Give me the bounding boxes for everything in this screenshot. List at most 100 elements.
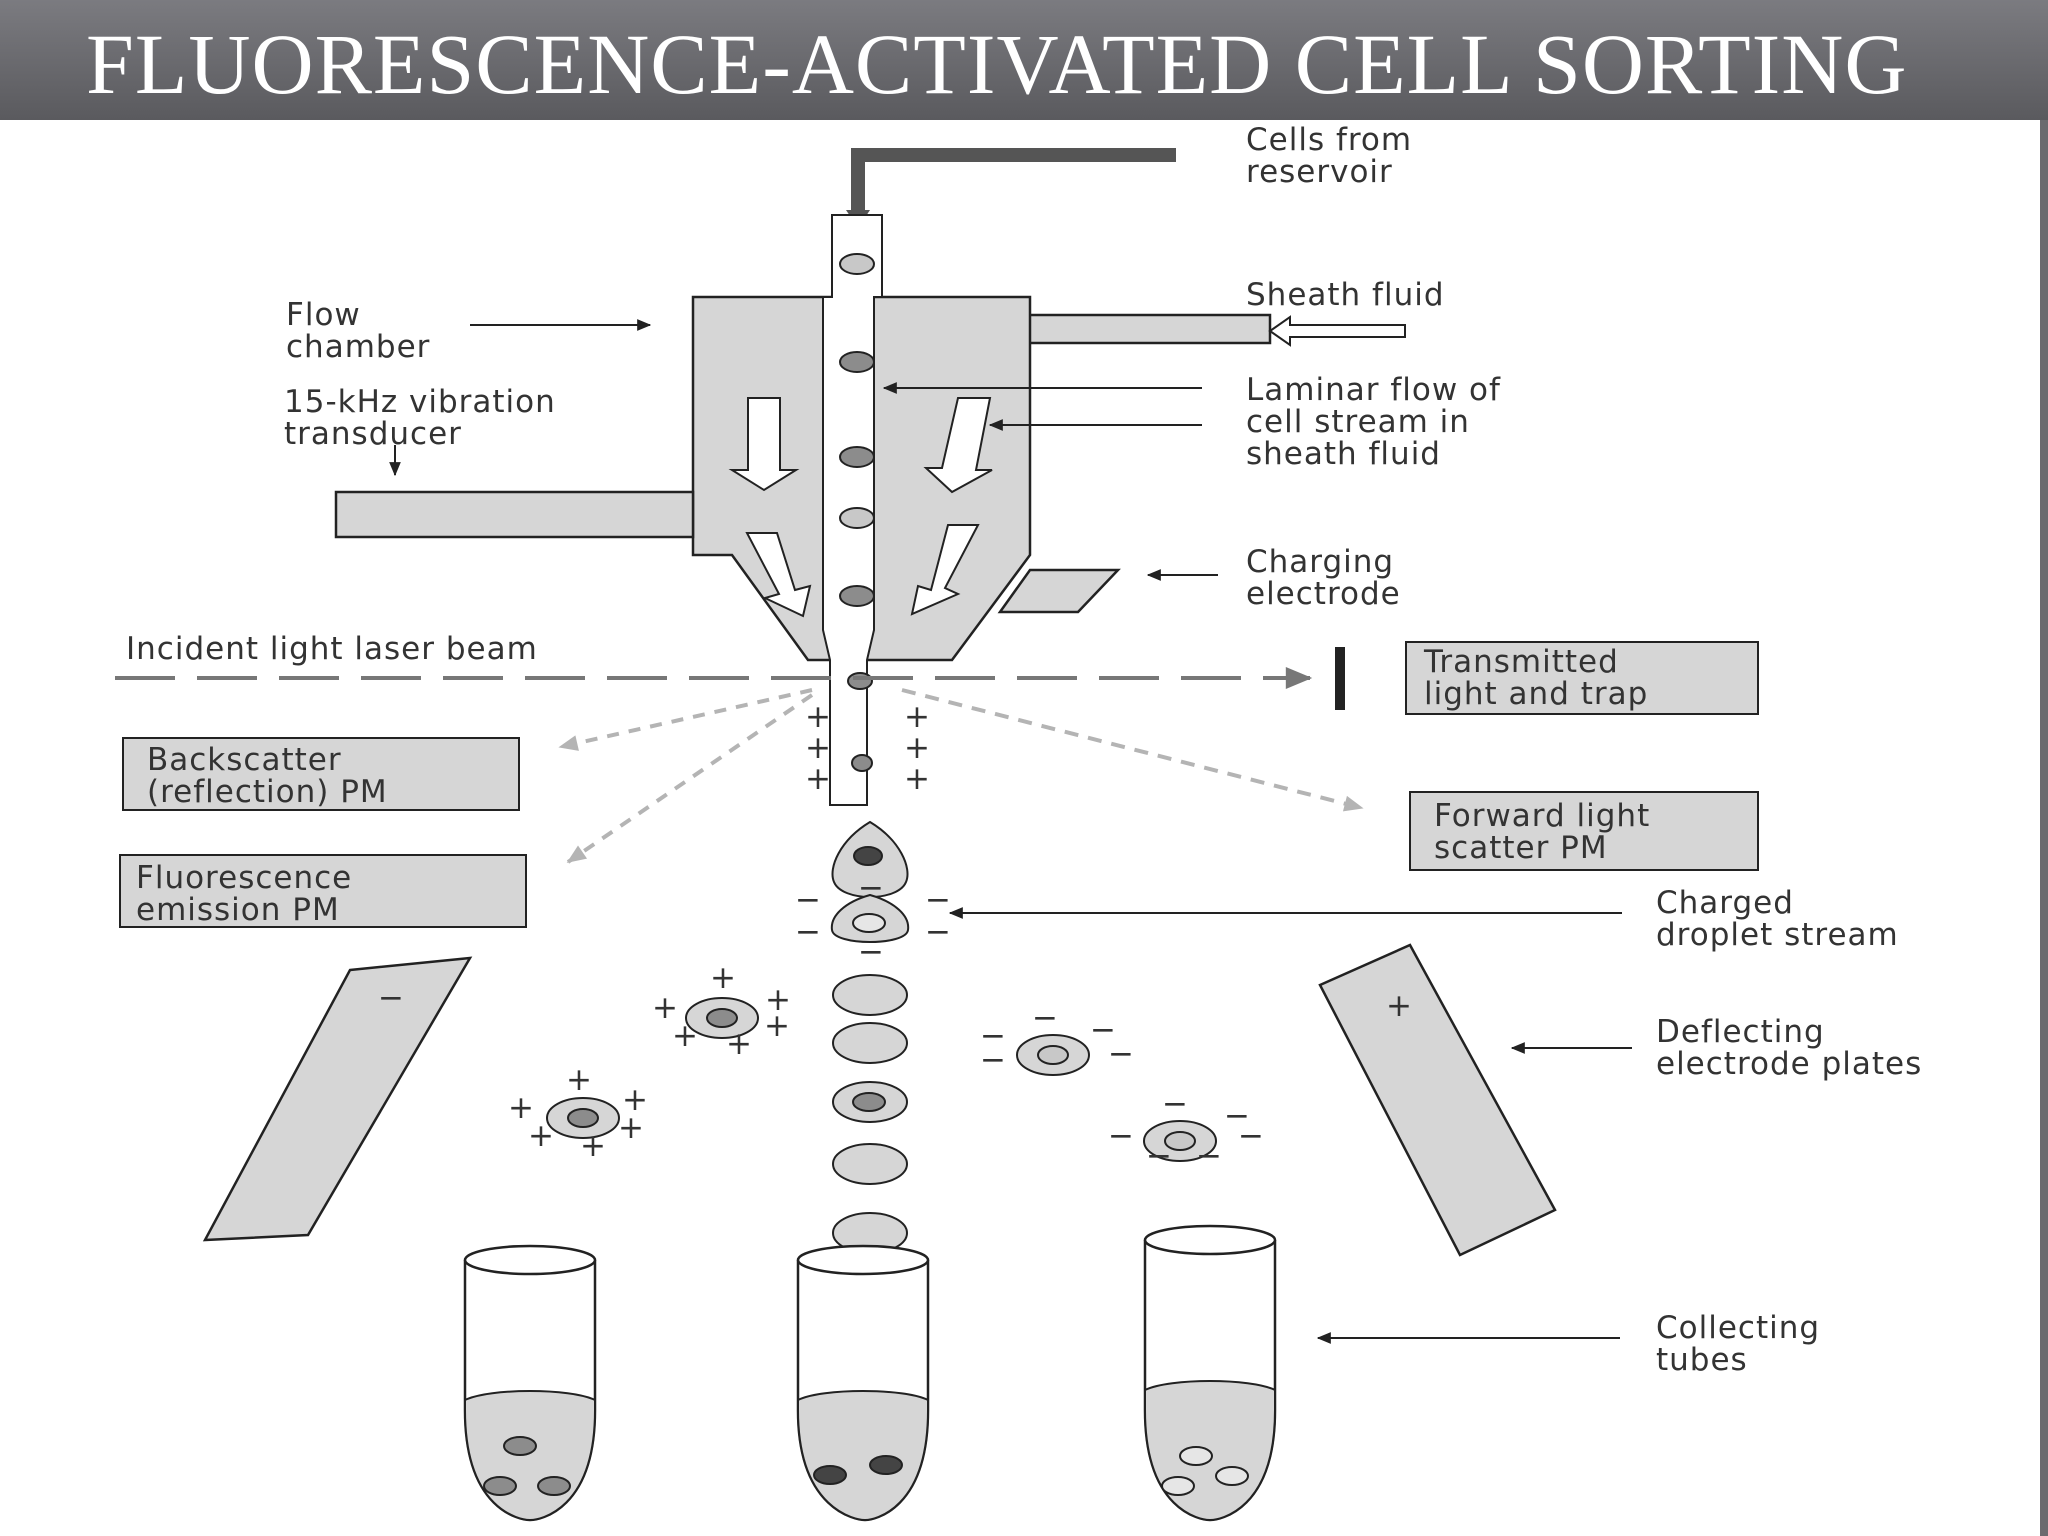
plus-sign: +: [904, 761, 931, 797]
tube-cell: [813, 1465, 847, 1485]
flow-chamber-label: Flow chamber: [286, 297, 430, 365]
laminar-flow-label: Laminar flow of cell stream in sheath fl…: [1246, 372, 1512, 472]
backscatter-pm-label: Backscatter (reflection) PM: [147, 742, 388, 810]
label-line: Collecting: [1656, 1310, 1820, 1346]
stream-cell: [839, 585, 875, 607]
label-line: chamber: [286, 329, 430, 365]
label-line: Flow: [286, 297, 361, 333]
label-line: Fluorescence: [136, 860, 352, 896]
plus-sign: +: [618, 1110, 645, 1146]
stream-cell: [839, 351, 875, 373]
minus-sign: −: [1108, 1118, 1135, 1154]
stream-cell: [839, 507, 875, 529]
negative-droplet-charges: − − − − − −: [1108, 1086, 1265, 1174]
plus-sign: +: [528, 1118, 555, 1154]
minus-sign: −: [858, 870, 885, 906]
vibration-transducer-block: [334, 490, 695, 539]
droplet-cell: [1037, 1045, 1069, 1065]
label-line: transducer: [284, 416, 462, 452]
title-bar: FLUORESCENCE-ACTIVATED CELL SORTING: [0, 0, 2048, 120]
tube-cell: [1161, 1476, 1195, 1496]
charged-droplet-label: Charged droplet stream: [1656, 885, 1899, 953]
tube-cell: [483, 1476, 517, 1496]
facs-diagram: + + + + + + − − − − − −: [115, 122, 1922, 1522]
plus-sign: +: [904, 730, 931, 766]
plus-sign: +: [652, 990, 679, 1026]
charging-electrode-label: Charging electrode: [1246, 544, 1405, 612]
stream-charges: + + + + + +: [805, 699, 931, 797]
label-line: (reflection) PM: [147, 774, 388, 810]
positive-droplet-charges: + + + + + +: [508, 1062, 648, 1164]
tube-cell: [537, 1476, 571, 1496]
label-line: 15-kHz vibration: [284, 384, 556, 420]
diagram-area: + + + + + + − − − − − −: [0, 120, 2040, 1536]
positive-droplet-charges: + + + + + +: [652, 960, 792, 1062]
minus-sign: −: [1108, 1036, 1135, 1072]
plus-sign: +: [805, 730, 832, 766]
deflecting-plates-label: Deflecting electrode plates: [1656, 1014, 1922, 1082]
minus-sign: −: [1238, 1118, 1265, 1154]
label-line: Transmitted: [1423, 644, 1619, 680]
plus-sign: +: [805, 699, 832, 735]
stream-cell: [851, 754, 873, 772]
minus-sign: −: [1162, 1086, 1189, 1122]
reservoir-tube: [851, 148, 1176, 215]
transmitted-light-box: [1405, 641, 1759, 715]
label-line: Sheath fluid: [1246, 277, 1445, 313]
minus-sign: −: [1090, 1012, 1117, 1048]
droplet-cell: [852, 1092, 886, 1112]
backscatter-pm-box: [122, 737, 520, 811]
plus-sign: +: [566, 1062, 593, 1098]
label-line: droplet stream: [1656, 917, 1899, 953]
minus-sign: −: [980, 1018, 1007, 1054]
positive-deflecting-plate: [1318, 943, 1557, 1257]
forward-scatter-pm-box: [1409, 791, 1759, 871]
plus-sign: +: [765, 982, 792, 1018]
minus-sign: −: [925, 914, 952, 950]
label-line: Backscatter: [147, 742, 342, 778]
plus-sign: +: [710, 960, 737, 996]
plus-sign: +: [764, 1008, 791, 1044]
droplet-cell: [567, 1108, 599, 1128]
cells-reservoir-label: Cells from reservoir: [1246, 122, 1423, 190]
tube-cell: [1179, 1446, 1213, 1466]
droplet: [832, 1022, 908, 1064]
stream-cell: [839, 446, 875, 468]
minus-sign: −: [1146, 1138, 1173, 1174]
sheath-fluid-pipe: [1024, 313, 1272, 345]
laser-beam-label: Incident light laser beam: [126, 631, 538, 667]
slide-title: FLUORESCENCE-ACTIVATED CELL SORTING: [86, 16, 1908, 112]
droplet-cell: [853, 846, 883, 866]
minus-sign: −: [858, 934, 885, 970]
forward-scatter-arrow: [901, 688, 1364, 812]
vibration-transducer-label: 15-kHz vibration transducer: [284, 384, 567, 452]
forward-scatter-pm-label: Forward light scatter PM: [1434, 798, 1661, 866]
label-line: scatter PM: [1434, 830, 1608, 866]
droplet-cell: [1164, 1131, 1196, 1151]
droplet: [832, 974, 908, 1016]
label-line: Forward light: [1434, 798, 1650, 834]
label-line: sheath fluid: [1246, 436, 1441, 472]
fluorescence-pm-label: Fluorescence emission PM: [136, 860, 363, 928]
fluorescence-pm-box: [119, 854, 527, 928]
minus-sign: −: [1224, 1098, 1251, 1134]
label-line: Incident light laser beam: [126, 631, 538, 667]
minus-sign: −: [925, 882, 952, 918]
tube-cell: [503, 1436, 537, 1456]
tube-cell: [1215, 1466, 1249, 1486]
collecting-tube-right: [1143, 1224, 1277, 1522]
minus-sign: −: [1196, 1138, 1223, 1174]
negative-droplet-charges: − − − − −: [980, 1000, 1135, 1078]
fluorescence-arrow: [566, 693, 814, 864]
label-line: electrode: [1246, 576, 1401, 612]
stream-cell: [847, 672, 873, 690]
laminar-flow-arrow: [745, 532, 812, 618]
minus-sign: −: [1032, 1000, 1059, 1036]
plus-sign: +: [672, 1018, 699, 1054]
collecting-tubes-label: Collecting tubes: [1656, 1310, 1831, 1378]
minus-sign: −: [795, 914, 822, 950]
plate-minus-sign: −: [378, 980, 405, 1016]
label-line: Charging: [1246, 544, 1394, 580]
label-line: electrode plates: [1656, 1046, 1922, 1082]
